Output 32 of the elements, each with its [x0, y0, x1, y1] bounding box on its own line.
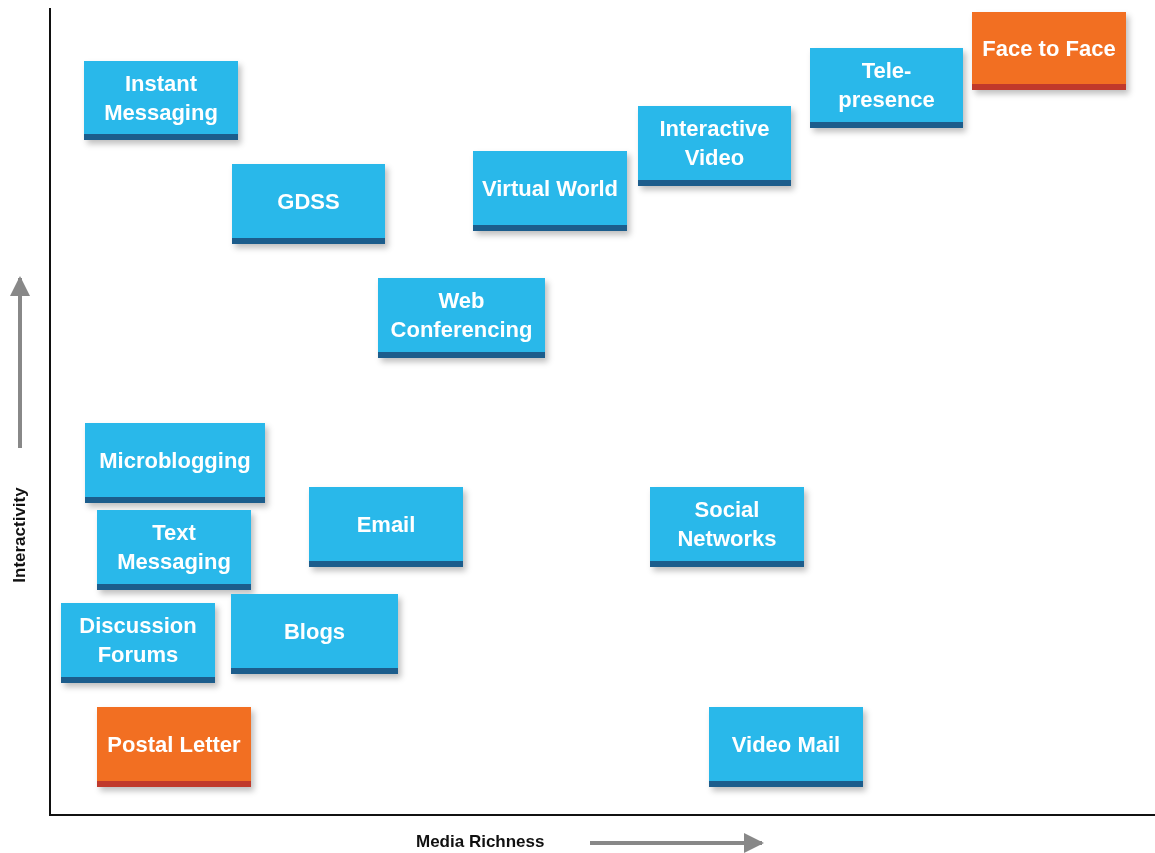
box-label: GDSS	[277, 187, 340, 216]
category-box	[709, 707, 863, 787]
box-label: Text Messaging	[116, 519, 232, 576]
category-box	[61, 603, 215, 683]
box-label: Email	[356, 510, 416, 539]
box-label: Blogs	[283, 617, 346, 646]
category-box	[84, 61, 238, 140]
box-label: Video Mail	[731, 730, 841, 759]
box-label: Discussion Forums	[78, 612, 198, 669]
category-box	[810, 48, 963, 128]
category-box	[650, 487, 804, 567]
category-box	[85, 423, 265, 503]
box-label: Virtual World	[481, 174, 619, 203]
category-box	[378, 278, 545, 358]
box-label: Web Conferencing	[389, 287, 534, 344]
category-box	[232, 164, 385, 244]
category-box	[97, 707, 251, 787]
category-box	[97, 510, 251, 590]
box-label: Interactive Video	[658, 115, 771, 172]
box-label: Microblogging	[99, 446, 251, 475]
category-box	[309, 487, 463, 567]
box-label: Instant Messaging	[103, 69, 219, 127]
axis-title: Media Richness	[416, 832, 545, 852]
category-box	[473, 151, 627, 231]
box-label: Face to Face	[982, 34, 1116, 63]
axis-title: Interactivity	[10, 487, 30, 583]
box-label: Postal Letter	[107, 730, 241, 759]
category-box	[972, 12, 1126, 90]
box-label: Tele-presence	[837, 57, 936, 114]
box-label: Social Networks	[676, 496, 778, 553]
category-box	[231, 594, 398, 674]
category-box	[638, 106, 791, 186]
